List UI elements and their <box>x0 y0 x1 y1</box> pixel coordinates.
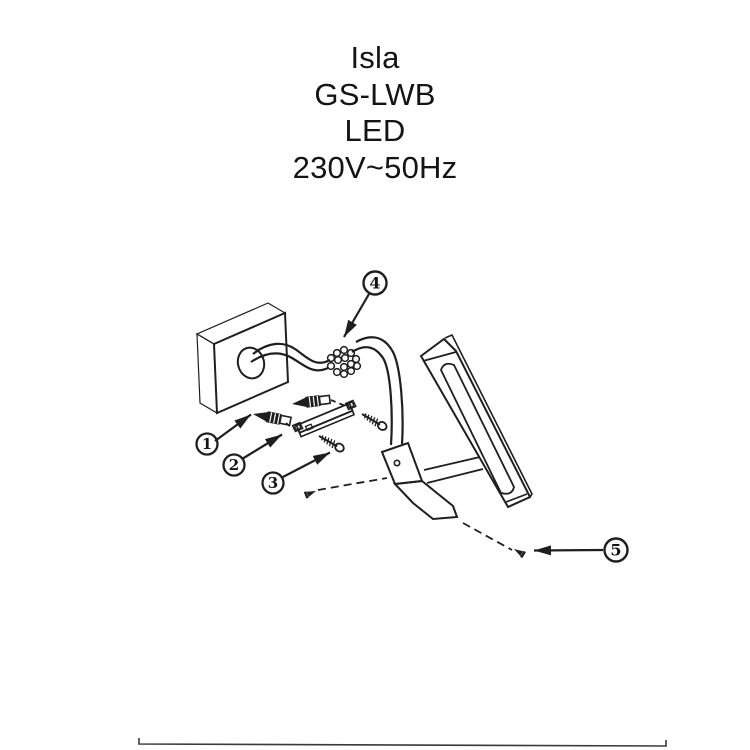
callout-2: 2 <box>222 433 283 477</box>
wall-plate <box>195 302 290 415</box>
bracket-left-hole <box>294 423 302 431</box>
wall-plate-face <box>212 311 290 415</box>
wire-connector <box>326 345 362 379</box>
housing-screw-hole <box>393 459 401 467</box>
mounting-bracket <box>291 399 357 438</box>
housing-face <box>380 441 424 486</box>
product-title-block: Isla GS-LWB LED 230V~50Hz <box>0 40 750 186</box>
bracket-center-slot <box>304 423 314 432</box>
wall-hatch-top <box>195 302 287 345</box>
led-bar-body <box>419 337 532 509</box>
callout-4-label: 4 <box>369 274 380 293</box>
housing-wedge <box>392 479 459 521</box>
callout-5-label: 5 <box>610 541 621 560</box>
alignment-lines <box>285 399 513 551</box>
callout-1-label: 1 <box>202 435 212 453</box>
led-bar-lens <box>440 362 515 495</box>
callout-1: 1 <box>195 413 252 456</box>
product-type: LED <box>344 113 406 148</box>
callout-3: 3 <box>261 451 331 495</box>
product-name: Isla <box>350 40 400 75</box>
fixing-screw-bottom <box>514 549 526 559</box>
mounting-screw-lower <box>318 435 345 453</box>
callout-5: 5 <box>533 537 629 563</box>
lamp-cable <box>351 336 404 446</box>
lamp-bracket-housing <box>380 441 459 521</box>
wall-anchor-lower <box>253 411 293 427</box>
cable-hole <box>236 346 266 380</box>
lamp-arm <box>423 456 484 484</box>
mounting-screw-upper <box>361 413 388 431</box>
led-bar-bottom-cap <box>505 493 528 503</box>
fixing-screw-left <box>303 491 316 499</box>
bracket-right-hole <box>347 401 355 409</box>
callout-4: 4 <box>343 270 388 338</box>
wall-anchor-upper <box>292 394 332 408</box>
callout-3-label: 3 <box>268 474 278 492</box>
led-bar-side-edge <box>444 333 533 499</box>
mains-cable <box>250 342 331 372</box>
callout-2-label: 2 <box>229 456 239 474</box>
footer-table-edge <box>138 738 667 747</box>
led-bar <box>419 333 533 509</box>
product-model: GS-LWB <box>314 76 436 112</box>
led-bar-top-cap <box>422 351 457 362</box>
product-voltage: 230V~50Hz <box>292 149 458 185</box>
